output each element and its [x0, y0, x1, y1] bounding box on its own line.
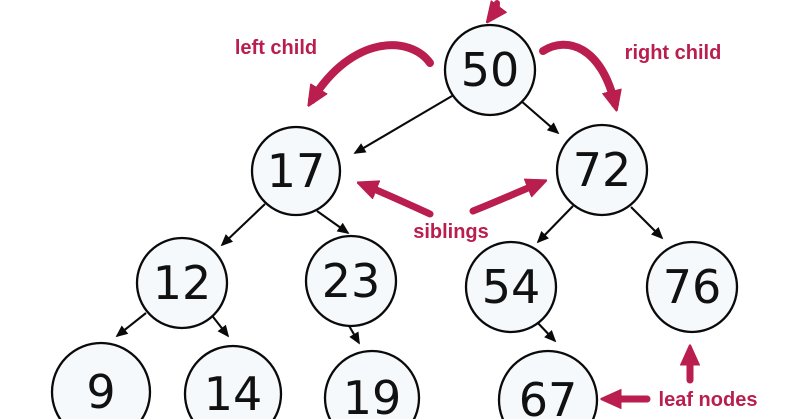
edge-50-72	[519, 99, 560, 135]
node-circle-54	[464, 240, 558, 334]
node-value-54: 54	[482, 260, 541, 314]
tree-node-67: 67	[497, 349, 599, 419]
node-circle-14	[183, 344, 283, 419]
tree-node-17: 17	[250, 125, 342, 217]
tree-nodes: 50 17 72 12 23 54	[50, 23, 739, 419]
node-value-67: 67	[519, 373, 578, 419]
node-value-14: 14	[204, 367, 263, 419]
right-child-arrow-icon	[539, 40, 615, 104]
node-circle-72	[555, 123, 649, 217]
right-child-label: right child	[625, 42, 722, 64]
edge-23-19	[347, 323, 360, 345]
node-circle-76	[645, 240, 739, 334]
tree-node-14: 14	[183, 344, 283, 419]
tree-node-12: 12	[135, 236, 229, 330]
node-circle-19	[323, 349, 421, 419]
left-child-arrow-icon	[312, 41, 434, 100]
tree-node-76: 76	[645, 240, 739, 334]
annotations: left child right child siblings leaf nod…	[235, 0, 758, 411]
edge-17-23	[316, 210, 350, 235]
edge-12-9	[115, 312, 147, 338]
tree-node-23: 23	[304, 234, 398, 328]
tree-node-9: 9	[50, 341, 152, 419]
node-value-19: 19	[343, 371, 402, 419]
node-circle-23	[304, 234, 398, 328]
edge-72-76	[630, 206, 664, 240]
node-circle-12	[135, 236, 229, 330]
node-circle-50	[443, 23, 537, 117]
node-value-17: 17	[267, 144, 326, 198]
siblings-arrow-left-icon	[364, 185, 434, 218]
node-value-72: 72	[573, 143, 632, 197]
node-value-12: 12	[153, 256, 212, 310]
node-value-76: 76	[663, 260, 722, 314]
edge-72-54	[536, 205, 574, 244]
edge-54-67	[535, 320, 557, 343]
tree-node-19: 19	[323, 349, 421, 419]
node-value-23: 23	[322, 254, 381, 308]
edge-17-12	[220, 203, 266, 247]
node-value-50: 50	[461, 43, 520, 97]
siblings-label: siblings	[413, 221, 489, 243]
tree-node-54: 54	[464, 240, 558, 334]
tree-node-50: 50	[443, 23, 537, 117]
tree-node-72: 72	[555, 123, 649, 217]
node-circle-67	[497, 349, 599, 419]
left-child-label: left child	[235, 37, 317, 59]
node-value-9: 9	[86, 365, 115, 419]
leaf-nodes-label: leaf nodes	[659, 389, 758, 411]
edge-50-17	[353, 95, 453, 154]
node-circle-9	[50, 341, 152, 419]
node-circle-17	[250, 125, 342, 217]
root-pointer-arrow-icon	[491, 0, 497, 17]
siblings-arrow-right-icon	[469, 183, 540, 215]
